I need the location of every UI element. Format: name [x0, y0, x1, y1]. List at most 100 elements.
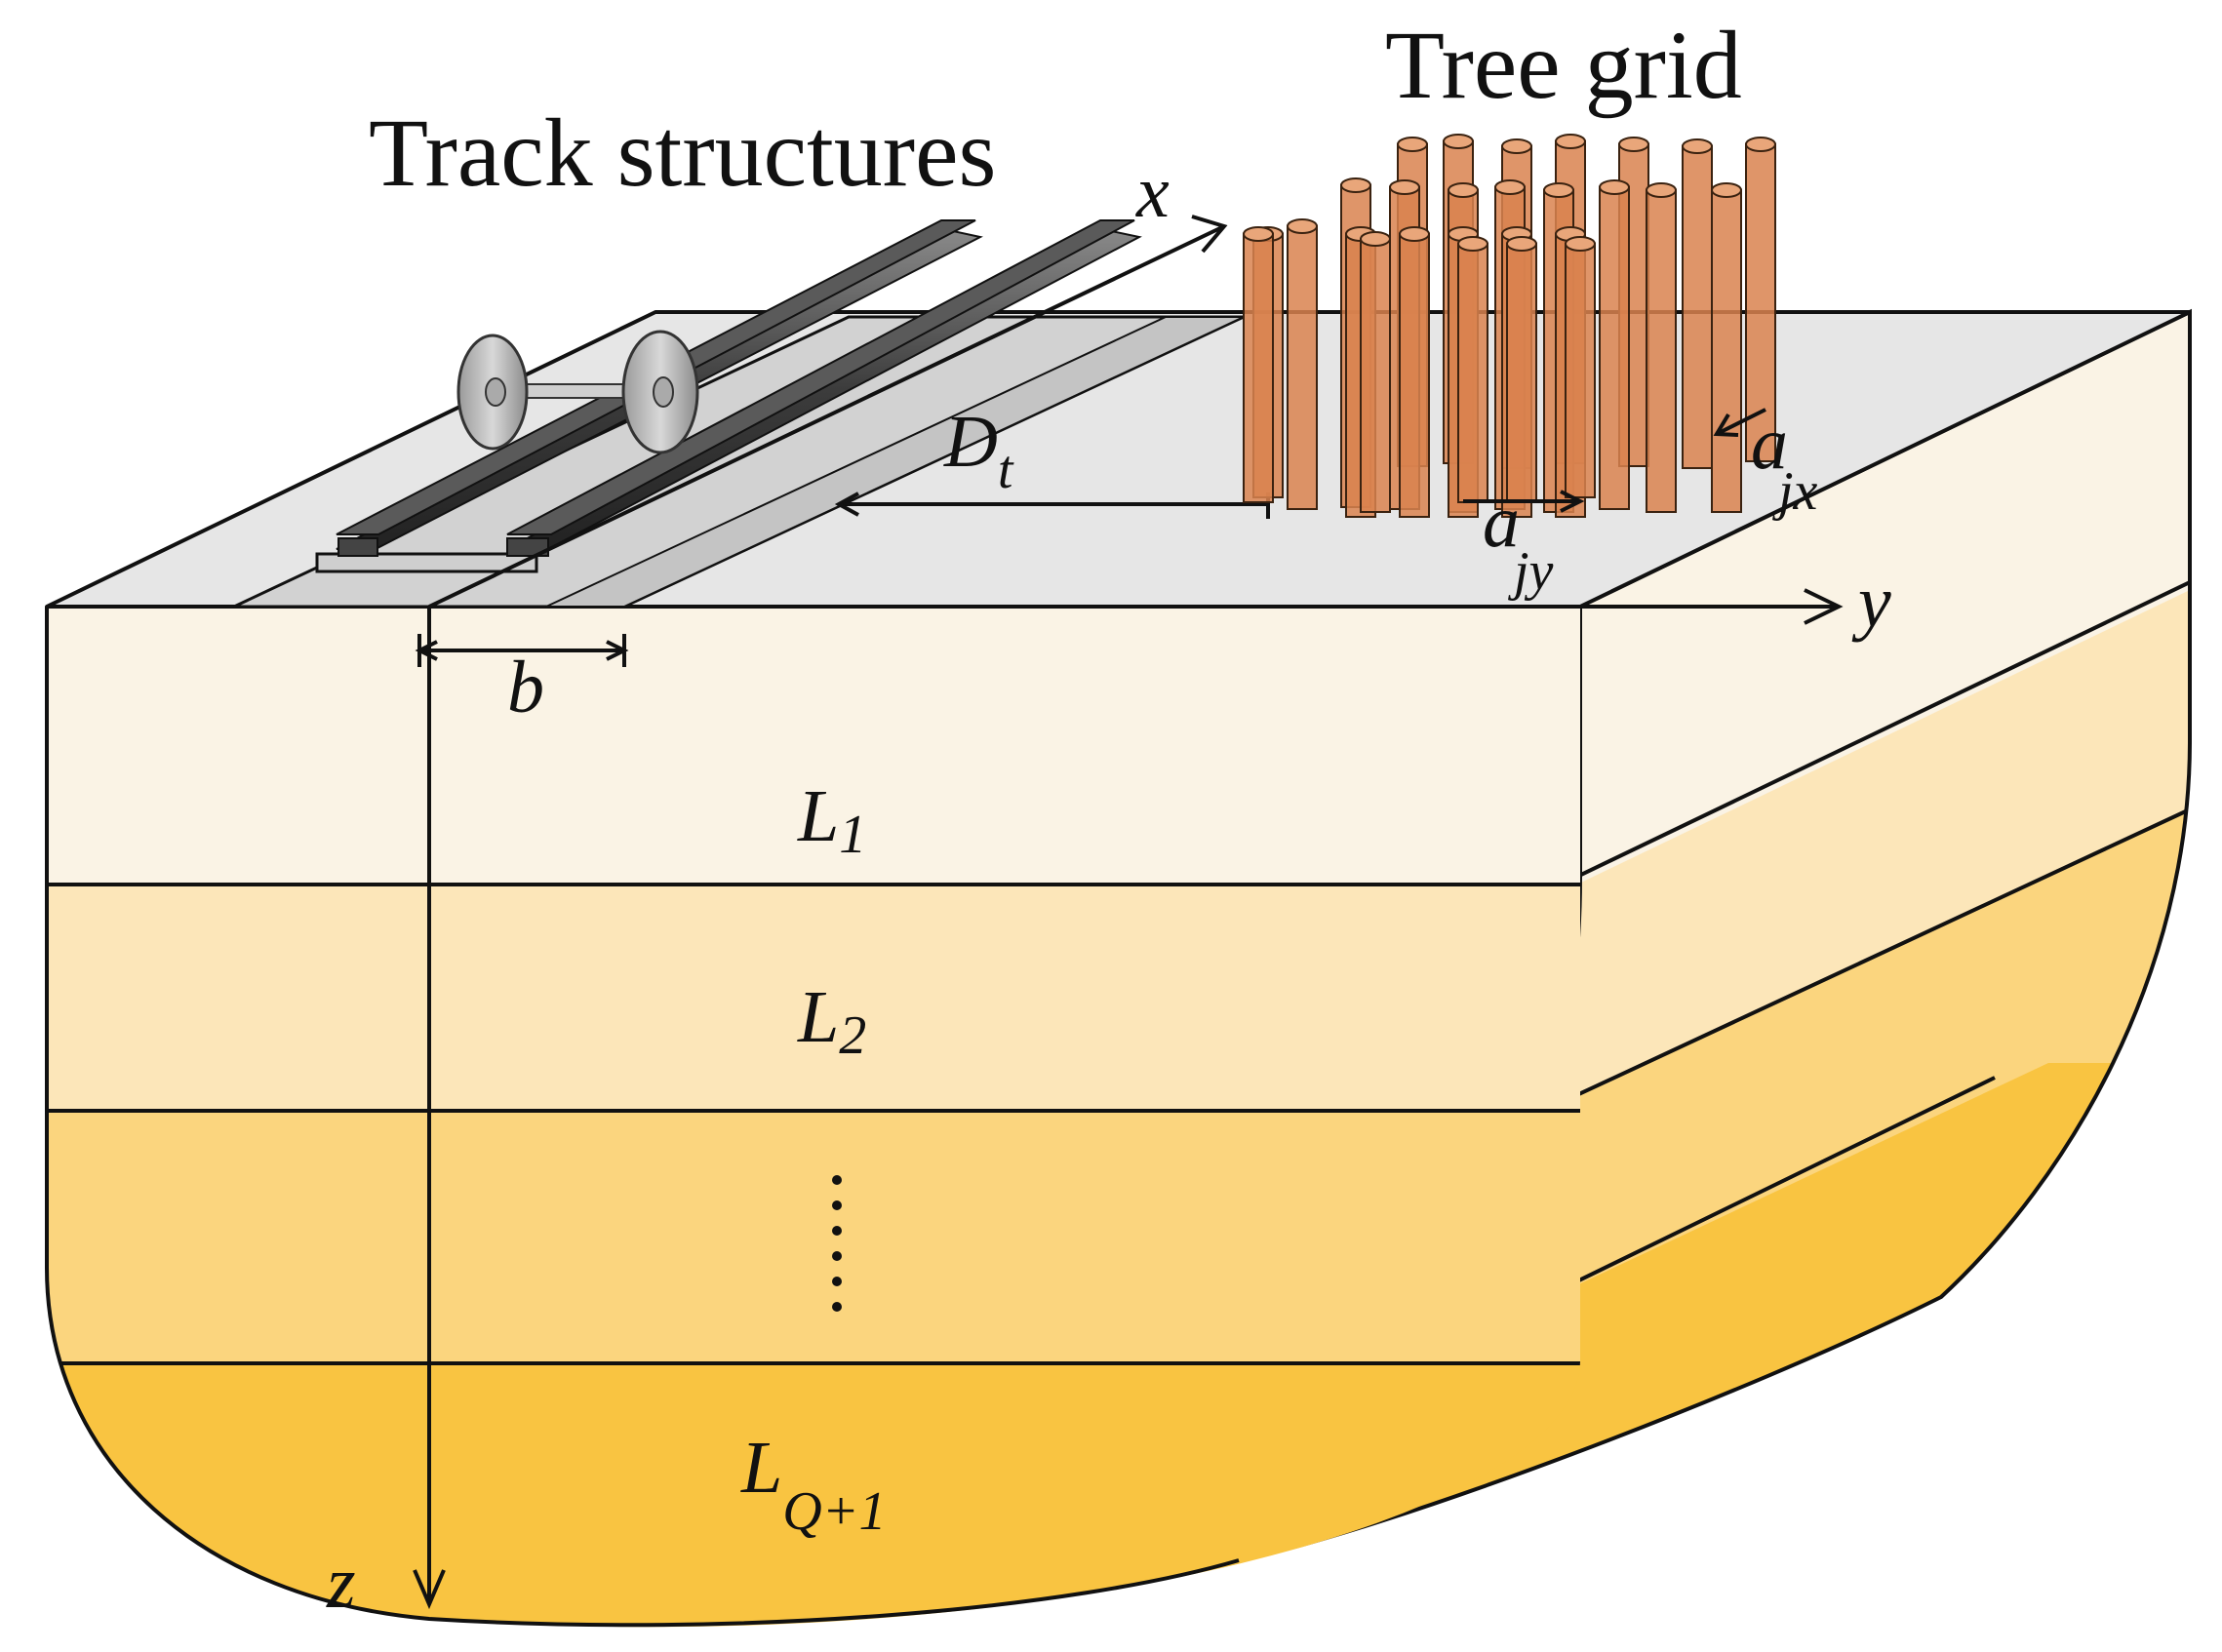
tree-grid	[1243, 134, 1776, 518]
side-boundary-2	[1540, 807, 2190, 1114]
tree-trunk-top	[1618, 137, 1649, 152]
rail-foot-left	[337, 537, 378, 557]
tree-trunk-top	[1711, 182, 1742, 198]
layer-label-1: L1	[797, 775, 866, 865]
tree-trunk-top	[1457, 236, 1488, 252]
dimension-ajx-arrow	[1713, 413, 1739, 437]
tree-trunk-body	[1565, 243, 1596, 498]
front-layer-2	[47, 883, 1580, 1112]
tree-trunk	[1599, 179, 1630, 510]
side-boundary-1	[1560, 580, 2190, 886]
tree-trunk-top	[1543, 182, 1574, 198]
rail-right-head	[506, 219, 1135, 535]
tree-trunk-top	[1599, 179, 1630, 195]
tree-trunk-body	[1711, 189, 1742, 513]
front-layer-mid	[47, 1110, 1580, 1365]
tree-trunk-body	[1457, 243, 1488, 503]
tree-trunk-body	[1599, 186, 1630, 510]
tree-trunk-top	[1287, 218, 1318, 234]
tree-trunk-body	[1506, 243, 1537, 503]
dimension-b	[415, 634, 629, 667]
tree-trunk-top	[1360, 231, 1391, 247]
tree-trunk-body	[1646, 189, 1677, 513]
tree-trunk	[1243, 226, 1274, 503]
dimension-dt-subscript: t	[998, 440, 1014, 500]
tree-trunk-body	[1682, 145, 1713, 469]
tree-trunk-top	[1501, 138, 1532, 154]
tree-trunk	[1711, 182, 1742, 513]
x-axis-arrowhead	[1191, 215, 1228, 254]
front-face	[47, 607, 1580, 1628]
track-structures	[233, 219, 1245, 609]
layer-ellipsis	[832, 1175, 842, 1312]
tree-trunk	[1506, 236, 1537, 503]
dimension-ajy-arrow	[1560, 490, 1585, 513]
tree-trunk-top	[1506, 236, 1537, 252]
x-axis	[428, 224, 1225, 609]
dimension-b-label: b	[507, 647, 544, 728]
tree-trunk-top	[1443, 134, 1474, 149]
rail-foot-right	[506, 537, 549, 557]
dimension-dt-label: Dt	[943, 401, 1014, 500]
z-axis-label: z	[326, 1542, 356, 1624]
dimension-dt-main: D	[943, 401, 998, 483]
track-structures-title: Track structures	[369, 98, 996, 207]
y-axis-label: y	[1851, 561, 1891, 643]
tree-trunk	[1399, 226, 1430, 518]
tree-trunk-top	[1243, 226, 1274, 242]
tree-trunk-body	[1287, 225, 1318, 510]
tree-trunk-top	[1565, 236, 1596, 252]
tree-trunk-top	[1340, 177, 1371, 193]
tree-trunk-top	[1448, 182, 1479, 198]
layer-label-q1: LQ+1	[740, 1427, 887, 1542]
dimension-ajx-subscript: jx	[1772, 461, 1818, 522]
tree-trunk	[1360, 231, 1391, 513]
y-axis-arrowhead	[1804, 588, 1844, 625]
tree-trunk-top	[1389, 179, 1420, 195]
tree-trunk-top	[1397, 137, 1428, 152]
tree-trunk-body	[1360, 238, 1391, 513]
dimension-ajx-main: a	[1751, 403, 1788, 485]
x-axis-label: x	[1135, 151, 1170, 233]
tree-trunk	[1565, 236, 1596, 498]
wheel-left-hub	[485, 377, 506, 407]
tree-trunk-top	[1745, 137, 1776, 152]
dimension-dt-arrow	[834, 492, 859, 517]
tree-trunk	[1646, 182, 1677, 513]
tree-trunk-top	[1555, 134, 1586, 149]
tree-trunk	[1682, 138, 1713, 469]
tree-grid-title: Tree grid	[1385, 11, 1742, 119]
layer-label-2-main: L	[797, 976, 839, 1058]
sleeper-plate	[315, 552, 538, 573]
layer-label-1-main: L	[797, 775, 839, 857]
tree-trunk-body	[1399, 233, 1430, 518]
dimension-ajy-main: a	[1483, 481, 1520, 563]
dimension-b-arrow-left	[415, 640, 438, 661]
tree-trunk-top	[1494, 179, 1526, 195]
layer-label-2-subscript: 2	[839, 1005, 866, 1066]
dimension-ajy-subscript: jy	[1508, 541, 1554, 602]
wheelset	[456, 330, 699, 454]
tree-trunk	[1287, 218, 1318, 510]
tree-trunk	[1457, 236, 1488, 503]
tree-trunk-body	[1745, 143, 1776, 462]
tree-trunk	[1745, 137, 1776, 462]
front-layer-1	[47, 607, 1580, 887]
tree-trunk-top	[1399, 226, 1430, 242]
layer-label-1-subscript: 1	[839, 805, 866, 865]
z-axis-arrowhead	[413, 1569, 446, 1610]
tree-spacing	[1463, 408, 1766, 513]
tree-trunk-top	[1646, 182, 1677, 198]
side-face-outline	[1238, 308, 2192, 1562]
axes	[413, 215, 1844, 1610]
layer-label-q1-main: L	[740, 1427, 782, 1509]
layer-label-q1-subscript: Q+1	[782, 1481, 886, 1542]
layer-label-2: L2	[797, 976, 866, 1066]
dimension-ajx-line	[1716, 408, 1766, 436]
wheel-right-hub	[653, 376, 674, 408]
tree-trunk-top	[1682, 138, 1713, 154]
